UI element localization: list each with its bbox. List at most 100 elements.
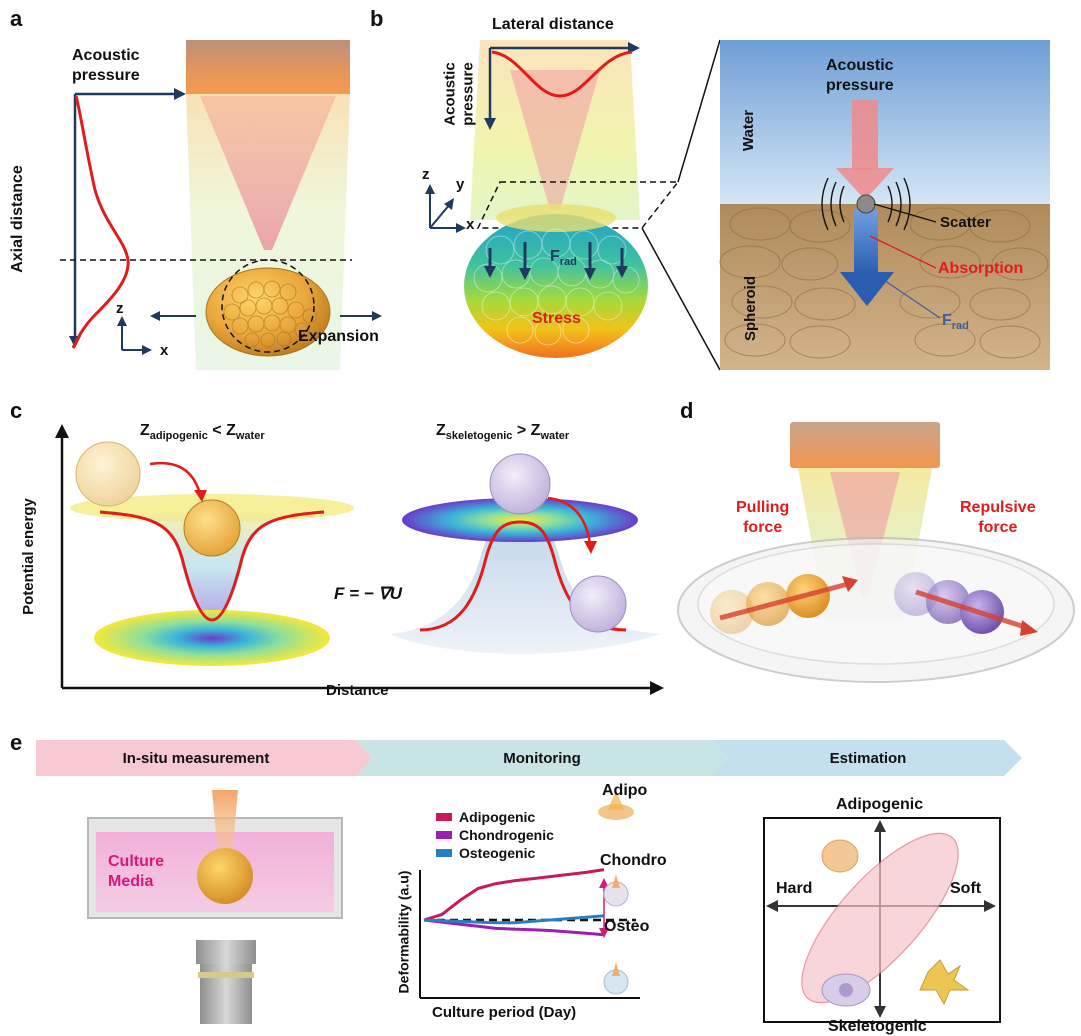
spheroid-cells-b [473, 228, 640, 346]
inset-connector-bottom [641, 227, 721, 371]
lateral-distance-label: Lateral distance [492, 16, 614, 33]
panel-label-d: d [680, 398, 694, 423]
step-estimation: Estimation [829, 749, 907, 767]
distance-label: Distance [326, 682, 389, 699]
potential-energy-label: Potential energy [19, 498, 37, 615]
lateral-pressure-curve [491, 50, 633, 98]
stress-label: Stress [532, 310, 581, 327]
inset-spheroid-label: Spheroid [742, 275, 760, 342]
frad-label: Frad [550, 248, 577, 269]
distribution-ellipse [801, 832, 959, 1004]
chondro-label: Chondro [600, 852, 667, 869]
focal-spot [496, 204, 616, 232]
focal-cone [200, 96, 336, 250]
x-label: x [160, 342, 169, 359]
panel-a-graphic [60, 40, 382, 370]
scatter-particle [856, 194, 876, 214]
legend-osteogenic: Osteogenic [436, 844, 554, 862]
transducer [186, 40, 350, 94]
b-x-label: x [466, 216, 475, 233]
z-label: z [116, 300, 124, 317]
panel-b: Lateral distance Acoustic pressure z y x… [370, 0, 1081, 380]
inset-spheroid [720, 204, 1050, 370]
spheroid-cells [223, 280, 318, 348]
panel-e: In-situ measurement Monitoring Estimatio… [0, 728, 1081, 1035]
legend-adipogenic: Adipogenic [436, 808, 554, 826]
right-disc [402, 498, 638, 542]
panel-b-graphic [425, 39, 1050, 371]
petri-dish-inner [697, 543, 1055, 665]
panel-a: Acoustic pressure Axial distance z x Exp… [0, 0, 382, 380]
stress-spheroid [464, 214, 648, 358]
inset-pressure-label: Acoustic pressure [826, 57, 894, 94]
panel-d: Pulling force Repulsive force [677, 398, 1081, 708]
legend-adipogenic-swatch [436, 813, 452, 821]
step-bg-2 [356, 740, 728, 776]
scatter-waves [821, 177, 911, 231]
e-spheroid [197, 848, 253, 904]
pulling-force-label: Pulling force [736, 499, 790, 536]
expansion-label: Expansion [298, 328, 379, 345]
d-focal-cone [830, 472, 900, 598]
focal-cone [510, 70, 600, 210]
series-line-osteogenic [423, 914, 605, 925]
osteo-label: Osteo [604, 918, 650, 935]
panel-c-graphic [55, 424, 664, 695]
inset-frad-label: Frad [942, 312, 969, 333]
force-formula: F = − ∇U [334, 584, 403, 603]
osteocyte-icon [919, 959, 970, 1006]
panel-e-steps-graphic [36, 740, 1022, 776]
quadrant-left-label: Hard [776, 880, 813, 897]
pressure-arrow-shaft [852, 100, 878, 170]
left-potential-curve [99, 510, 325, 622]
pull-arrow [719, 581, 849, 621]
objective-ring [198, 972, 254, 978]
panel-label-c: c [10, 398, 23, 423]
quadrant-right-label: Soft [950, 880, 982, 897]
right-spheroid-repelled [569, 575, 627, 633]
series-line-adipogenic [423, 868, 605, 922]
step-bg-3 [712, 740, 1022, 776]
push-arrow [915, 589, 1029, 631]
frad-arrow-shaft [854, 210, 878, 274]
quadrant-top-label: Adipogenic [836, 796, 924, 813]
step-bg-1 [36, 740, 372, 776]
inset-water-label: Water [740, 109, 758, 152]
right-repel-arrow [547, 496, 592, 545]
frad-pointer [874, 273, 941, 319]
deformability-chart [419, 790, 640, 999]
quadrant-graphic [763, 817, 1001, 1023]
panel-label-b: b [370, 6, 384, 31]
frad-arrows [484, 242, 628, 280]
b-y-label: y [456, 176, 465, 193]
step-monitoring: Monitoring [503, 749, 581, 767]
repulsive-force-label: Repulsive force [960, 499, 1036, 536]
tissue-cells [719, 207, 1049, 359]
right-title: Zskeletogenic > Zwater [436, 422, 570, 443]
series-line-chondrogenic [423, 918, 605, 937]
culture-setup-graphic [87, 790, 343, 1024]
quadrant-bottom-label: Skeletogenic [828, 1018, 927, 1035]
chart-x-label: Culture period (Day) [432, 1004, 577, 1021]
left-spheroid-trapped [183, 499, 241, 557]
objective-top [196, 940, 256, 964]
legend-chondrogenic: Chondrogenic [436, 826, 554, 844]
pull-spheroid-1 [710, 590, 754, 634]
pressure-arrow-head [836, 168, 894, 200]
left-well-body [110, 514, 314, 620]
adipo-label: Adipo [602, 782, 648, 799]
b-y-axis [429, 203, 451, 229]
b-z-label: z [422, 166, 430, 183]
step-in-situ: In-situ measurement [122, 749, 270, 767]
left-trap-arrow [149, 461, 202, 495]
panel-d-graphic [677, 422, 1075, 683]
inset-connector-top [677, 39, 721, 183]
b-acoustic-pressure-label: Acoustic pressure [441, 62, 477, 126]
left-disc [94, 610, 330, 666]
beam [470, 40, 640, 220]
culture-media-label: Culture Media [108, 853, 164, 890]
left-title: Zadipogenic < Zwater [140, 422, 265, 443]
chart-legend: Adipogenic Chondrogenic Osteogenic [436, 808, 554, 862]
panel-label-e: e [10, 730, 23, 755]
expansion-circle [221, 259, 315, 353]
